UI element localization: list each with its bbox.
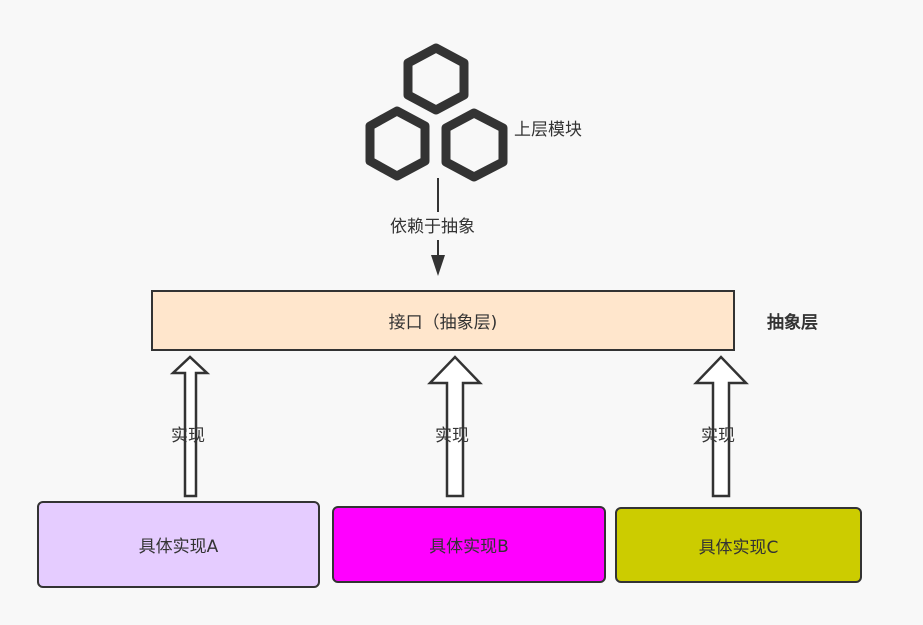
dependency-arrow-head — [431, 255, 445, 276]
hexagon-cluster-icon — [365, 43, 508, 182]
implement-label-1: 实现 — [171, 426, 205, 446]
hexagon-left — [365, 106, 430, 181]
implement-arrow-3 — [693, 355, 749, 498]
implementation-box-b: 具体实现B — [332, 506, 606, 583]
implement-arrow-1 — [169, 355, 211, 498]
implement-label-3: 实现 — [701, 426, 735, 446]
abstract-layer-label: 抽象层 — [767, 313, 818, 333]
implement-arrow-2 — [427, 355, 483, 498]
dependency-label: 依赖于抽象 — [390, 217, 475, 237]
interface-box: 接口（抽象层) — [151, 290, 735, 351]
implementation-box-b-label: 具体实现B — [429, 537, 509, 557]
implementation-box-a: 具体实现A — [37, 501, 320, 588]
upper-module-label: 上层模块 — [514, 120, 582, 140]
hexagon-right — [441, 108, 508, 182]
implement-label-2: 实现 — [435, 426, 469, 446]
implementation-box-c: 具体实现C — [615, 507, 862, 583]
interface-box-label: 接口（抽象层) — [388, 313, 498, 333]
implementation-box-c-label: 具体实现C — [698, 537, 779, 558]
implementation-box-a-label: 具体实现A — [138, 537, 219, 557]
hexagon-top — [403, 43, 469, 115]
dependency-arrow — [431, 178, 445, 276]
